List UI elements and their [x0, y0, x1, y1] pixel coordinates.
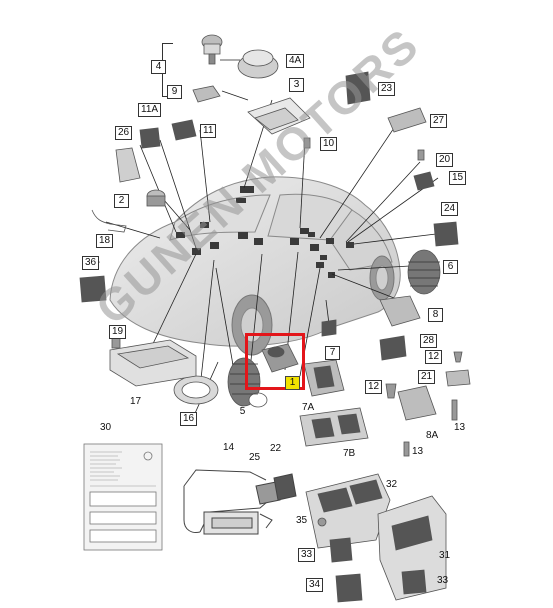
- wiring-harness-14: [183, 469, 297, 535]
- callout-24[interactable]: 24: [441, 202, 459, 216]
- callout-14[interactable]: 14: [223, 442, 235, 453]
- callout-19[interactable]: 19: [109, 325, 127, 339]
- parts-bottom-right: [305, 473, 447, 603]
- callout-11a[interactable]: 11A: [138, 103, 162, 117]
- callout-13-bottom[interactable]: 13: [412, 446, 424, 457]
- label-sheet-30: [83, 443, 163, 551]
- callout-8a[interactable]: 8A: [426, 430, 439, 441]
- callout-23[interactable]: 23: [378, 82, 396, 96]
- parts-middle: [79, 261, 369, 447]
- callout-2[interactable]: 2: [114, 194, 129, 208]
- callout-13-right[interactable]: 13: [454, 422, 466, 433]
- callout-7a[interactable]: 7A: [302, 402, 315, 413]
- callout-4[interactable]: 4: [151, 60, 166, 74]
- callout-5[interactable]: 5: [239, 406, 246, 417]
- callout-28[interactable]: 28: [420, 334, 438, 348]
- callout-7b[interactable]: 7B: [343, 448, 356, 459]
- parts-right: [321, 221, 471, 457]
- callout-16[interactable]: 16: [180, 412, 198, 426]
- callout-17[interactable]: 17: [130, 396, 142, 407]
- callout-20[interactable]: 20: [436, 153, 454, 167]
- callout-4a[interactable]: 4A: [286, 54, 305, 68]
- callout-36[interactable]: 36: [82, 256, 100, 270]
- callout-3[interactable]: 3: [289, 78, 304, 92]
- callout-27[interactable]: 27: [430, 114, 448, 128]
- car-component-markers: [176, 186, 354, 278]
- callout-6[interactable]: 6: [443, 260, 458, 274]
- callout-21[interactable]: 21: [418, 370, 436, 384]
- parts-top: [91, 34, 435, 233]
- callout-25[interactable]: 25: [249, 452, 261, 463]
- callout-34[interactable]: 34: [306, 578, 324, 592]
- callout-10[interactable]: 10: [320, 137, 338, 151]
- callout-9[interactable]: 9: [167, 85, 182, 99]
- callout-15[interactable]: 15: [449, 171, 467, 185]
- callout-31[interactable]: 31: [439, 550, 451, 561]
- callout-11[interactable]: 11: [200, 124, 217, 138]
- callout-1[interactable]: 1: [285, 376, 300, 390]
- callout-7[interactable]: 7: [325, 346, 340, 360]
- callout-26[interactable]: 26: [115, 126, 133, 140]
- callout-33-right[interactable]: 33: [437, 575, 449, 586]
- callout-30[interactable]: 30: [100, 422, 112, 433]
- callout-12-top[interactable]: 12: [425, 350, 443, 364]
- callout-8[interactable]: 8: [428, 308, 443, 322]
- car-body: [109, 176, 401, 356]
- callout-18[interactable]: 18: [96, 234, 114, 248]
- callout-35[interactable]: 35: [296, 515, 308, 526]
- callout-32[interactable]: 32: [386, 479, 398, 490]
- highlight-box-part-1: [245, 333, 305, 390]
- callout-22[interactable]: 22: [270, 443, 282, 454]
- callout-12-bottom[interactable]: 12: [365, 380, 383, 394]
- callout-33-left[interactable]: 33: [298, 548, 316, 562]
